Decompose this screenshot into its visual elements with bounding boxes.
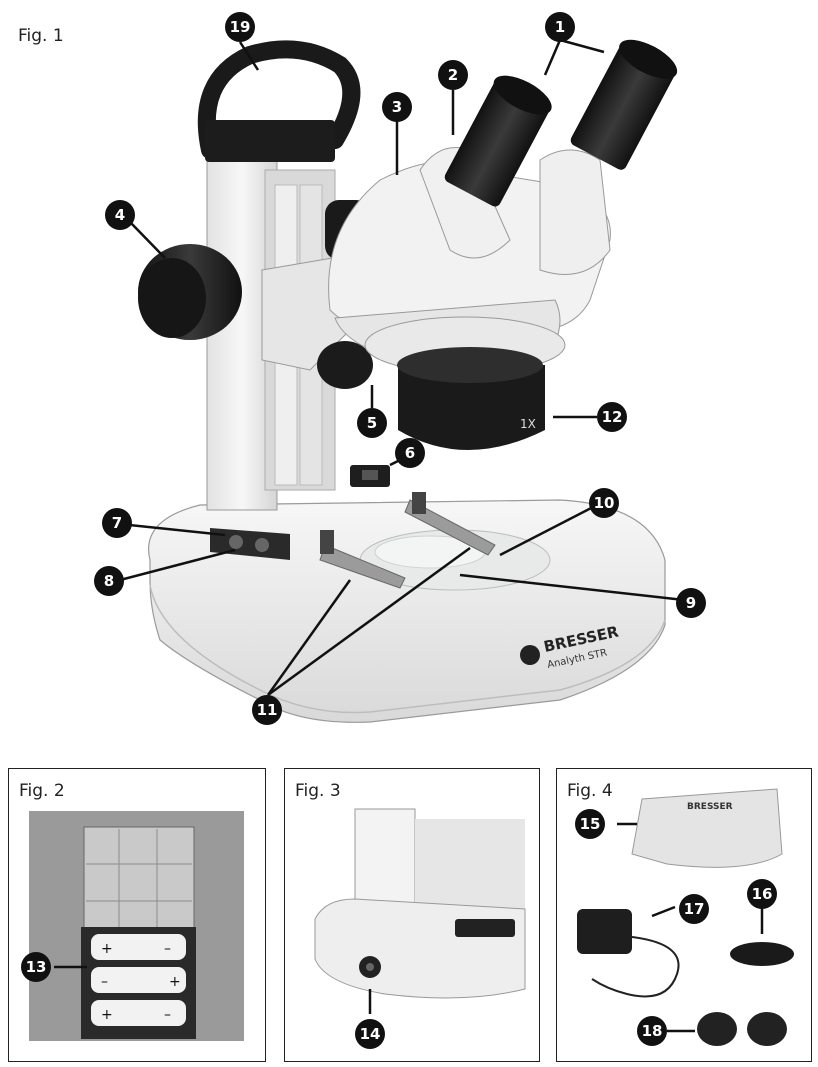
accessories-illustration: BRESSER <box>577 788 794 1046</box>
stage-clip <box>319 544 406 589</box>
battery <box>91 934 186 960</box>
objective-marking: 1X <box>520 417 536 431</box>
carrying-handle <box>197 40 361 159</box>
callout-18: 18 <box>637 1016 667 1046</box>
fig1-label: Fig. 1 <box>18 26 64 46</box>
fig4-panel: Fig. 4 BRESSER 15 16 17 18 <box>556 768 812 1062</box>
callout-8: 8 <box>94 566 124 596</box>
fig3-label: Fig. 3 <box>295 781 341 801</box>
svg-text:–: – <box>164 941 171 957</box>
callout-2: 2 <box>438 60 468 90</box>
svg-text:–: – <box>101 974 108 990</box>
eyecup <box>747 1012 787 1046</box>
svg-text:+: + <box>101 941 113 957</box>
callout-7: 7 <box>102 508 132 538</box>
battery <box>91 967 186 993</box>
fig3-panel: Fig. 3 14 <box>284 768 540 1062</box>
callout-11: 11 <box>252 695 282 725</box>
eyecup <box>697 1012 737 1046</box>
callout-15: 15 <box>575 809 605 839</box>
svg-text:–: – <box>164 1007 171 1023</box>
power-socket-illustration <box>314 808 526 1014</box>
stage-plate-black <box>730 942 794 966</box>
callout-3: 3 <box>382 92 412 122</box>
power-adapter <box>577 909 632 954</box>
callout-17: 17 <box>679 894 709 924</box>
callout-4: 4 <box>105 200 135 230</box>
callout-10: 10 <box>589 488 619 518</box>
callout-1: 1 <box>545 12 575 42</box>
callout-19: 19 <box>225 12 255 42</box>
callout-5: 5 <box>357 408 387 438</box>
svg-text:+: + <box>101 1007 113 1023</box>
fig4-label: Fig. 4 <box>567 781 613 801</box>
callout-14: 14 <box>355 1019 385 1049</box>
fig2-panel: Fig. 2 + – – + + – 13 <box>8 768 266 1062</box>
objective-lens <box>398 365 545 450</box>
battery-compartment-illustration: + – – + + – <box>29 811 244 1041</box>
battery-cover <box>83 826 195 940</box>
dust-cover-brand: BRESSER <box>687 802 733 812</box>
svg-text:+: + <box>169 974 181 990</box>
dust-cover <box>631 788 783 868</box>
stage-clip <box>404 499 496 556</box>
microscope-illustration: BRESSER Analyth STR 1X <box>119 38 685 723</box>
callout-13: 13 <box>21 952 51 982</box>
magnification-knob <box>317 341 373 389</box>
callout-9: 9 <box>676 588 706 618</box>
callout-12: 12 <box>597 402 627 432</box>
callout-6: 6 <box>395 438 425 468</box>
fig2-label: Fig. 2 <box>19 781 65 801</box>
eyepiece-left <box>444 80 550 207</box>
battery <box>91 1000 186 1026</box>
callout-16: 16 <box>747 879 777 909</box>
